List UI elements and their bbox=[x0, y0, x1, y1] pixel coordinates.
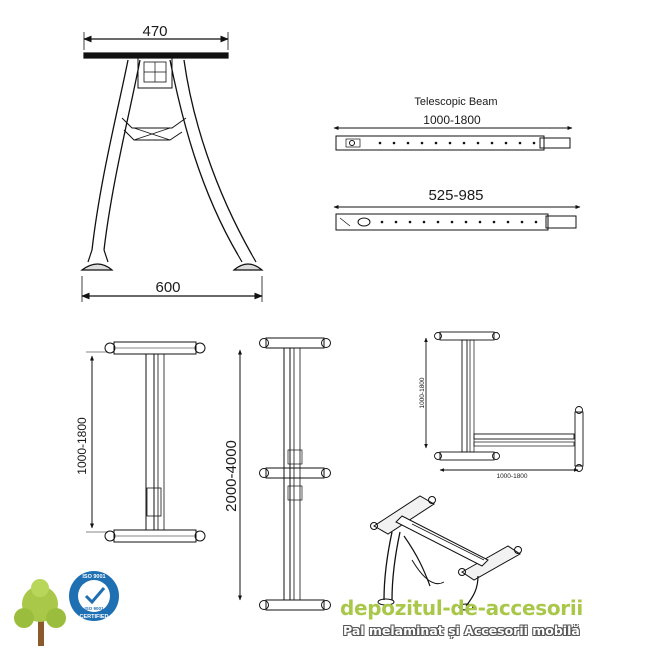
brand-name: depozitul-de-accesorii bbox=[340, 596, 583, 620]
telescopic-beam-long bbox=[333, 126, 573, 151]
telescopic-beam-short bbox=[333, 205, 581, 231]
perspective-frame-view bbox=[370, 495, 522, 611]
iso-badge-bottom-text: CERTIFIED bbox=[79, 614, 108, 620]
frame-top-view bbox=[86, 341, 206, 543]
beam-title: Telescopic Beam bbox=[414, 96, 497, 108]
top-width-label: 470 bbox=[142, 23, 167, 40]
long-frame-view bbox=[238, 337, 331, 611]
brand-tagline: Pal melaminat și Accesorii mobilă bbox=[343, 623, 580, 638]
corner-horizontal-label: 1000-1800 bbox=[496, 473, 527, 480]
beam-long-label: 1000-1800 bbox=[423, 113, 481, 127]
frame-length-label: 1000-1800 bbox=[75, 417, 89, 475]
base-width-label: 600 bbox=[155, 279, 180, 296]
leg-side-view bbox=[80, 32, 264, 302]
long-frame-label: 2000-4000 bbox=[223, 440, 240, 512]
corner-vertical-label: 1000-1800 bbox=[419, 377, 426, 408]
iso-badge-center-text: ISO 9001 bbox=[84, 606, 104, 611]
beam-short-label: 525-985 bbox=[428, 187, 483, 204]
corner-frame-view bbox=[424, 331, 584, 472]
iso-certified-badge-icon bbox=[69, 571, 119, 621]
tree-logo-icon bbox=[14, 579, 66, 646]
iso-badge-top-text: ISO 9001 bbox=[82, 574, 105, 580]
